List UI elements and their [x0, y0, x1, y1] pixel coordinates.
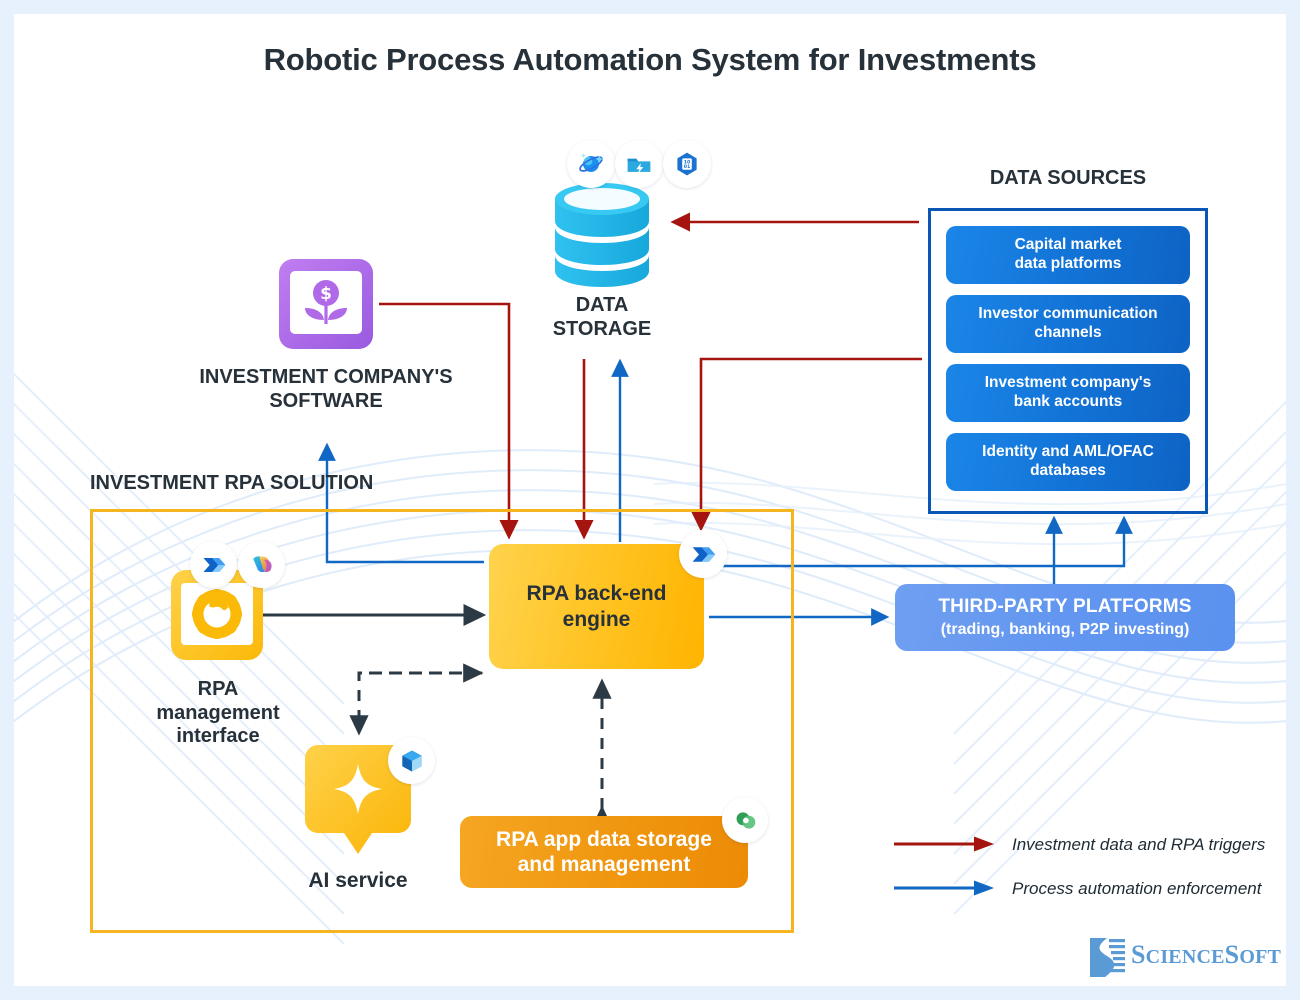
rpa-engine-label-line2: engine [562, 607, 631, 631]
svg-text:10: 10 [684, 160, 691, 166]
data-storage-label-line1: DATA [575, 294, 629, 316]
rpa-solution-title: INVESTMENT RPA SOLUTION [90, 472, 374, 494]
svg-text:$: $ [320, 284, 332, 304]
ds-item-line1: Investment company's [984, 374, 1152, 392]
sciencesoft-logo-icon [1090, 938, 1125, 977]
data-source-item-identity-aml[interactable]: Identity and AML/OFAC databases [946, 433, 1190, 491]
legend: Investment data and RPA triggers Process… [892, 829, 1265, 917]
azure-synapse-globe-icon [567, 140, 615, 188]
azure-data-factory-icon [615, 140, 663, 188]
data-storage-label-line2: STORAGE [552, 317, 652, 340]
rpa-app-data-storage-box[interactable]: RPA app data storage and management [460, 816, 748, 888]
money-plant-growth-icon: $ [278, 258, 374, 350]
ds-item-line2: channels [1034, 324, 1102, 341]
rpa-appdata-label-line1: RPA app data storage [496, 827, 712, 851]
data-sources-title: DATA SOURCES [989, 167, 1147, 189]
connector-layer [243, 212, 1133, 826]
sparkle-chat-bubble-icon [304, 744, 412, 856]
diagram-canvas: Robotic Process Automation System for In… [14, 14, 1286, 986]
database-cylinder-icon [551, 179, 653, 289]
rpa-backend-engine-box[interactable]: RPA back-end engine [489, 544, 704, 669]
gear-window-icon [170, 569, 264, 661]
microsoft-dataverse-icon [722, 797, 768, 843]
rpa-management-label-line2: management [156, 701, 280, 724]
flow-engine-to-software [318, 442, 484, 564]
microsoft-copilot-icon [238, 541, 285, 588]
investment-software-label-line1: INVESTMENT COMPANY'S [199, 366, 453, 388]
power-automate-icon [190, 541, 237, 588]
ds-item-line2: databases [1030, 462, 1106, 479]
ds-item-line2: data platforms [1014, 255, 1122, 272]
data-source-item-bank-accounts[interactable]: Investment company's bank accounts [946, 364, 1190, 422]
rpa-appdata-label-line2: and management [517, 853, 691, 876]
ds-item-line2: bank accounts [1013, 393, 1123, 410]
investment-software-label: INVESTMENT COMPANY'S SOFTWARE [166, 366, 486, 413]
flow-software-to-engine [379, 302, 519, 540]
svg-text:01: 01 [684, 164, 691, 170]
brand-s2: S [1224, 940, 1240, 969]
third-party-label-line1: THIRD-PARTY PLATFORMS [938, 596, 1192, 617]
blue-arrow-icon [894, 880, 994, 896]
data-source-item-investor-communication[interactable]: Investor communication channels [946, 295, 1190, 353]
data-sources-panel [928, 208, 1208, 514]
data-storage-label: DATA STORAGE [492, 294, 712, 341]
page-title: Robotic Process Automation System for In… [263, 42, 1037, 77]
red-arrow-icon [894, 836, 994, 852]
ai-service-label: AI service [308, 869, 408, 892]
brand-cience: CIENCE [1145, 946, 1225, 968]
rpa-management-label: RPA management interface [127, 678, 309, 749]
ds-item-line1: Investor communication [978, 305, 1158, 323]
azure-data-lake-icon: 10 01 [663, 140, 711, 188]
rpa-management-label-line3: interface [176, 725, 260, 748]
flow-datasources-to-engine [691, 357, 922, 532]
power-automate-icon [679, 530, 727, 578]
azure-ai-foundry-icon [388, 737, 435, 784]
flow-engine-to-datasources [714, 515, 1133, 568]
ds-item-line1: Capital market [1014, 236, 1122, 254]
third-party-label-line2: (trading, banking, P2P investing) [940, 620, 1190, 638]
sciencesoft-wordmark: SCIENCESOFT [1131, 940, 1281, 970]
brand-oft: OFT [1239, 946, 1282, 968]
ds-item-line1: Identity and AML/OFAC [982, 443, 1154, 461]
sciencesoft-logo: SCIENCESOFT [1087, 934, 1281, 980]
third-party-platforms-box[interactable]: THIRD-PARTY PLATFORMS (trading, banking,… [895, 584, 1235, 651]
flow-engine-to-aiservice [349, 671, 482, 736]
brand-s1: S [1131, 940, 1146, 969]
rpa-solution-frame [90, 509, 794, 933]
legend-label-investment-data: Investment data and RPA triggers [1012, 835, 1266, 854]
legend-row-investment-data: Investment data and RPA triggers [892, 829, 1265, 873]
data-source-item-capital-market[interactable]: Capital market data platforms [946, 226, 1190, 284]
rpa-management-label-line1: RPA [197, 678, 239, 700]
rpa-engine-label-line1: RPA back-end [526, 582, 667, 606]
investment-software-label-line2: SOFTWARE [269, 389, 383, 412]
legend-label-process-automation: Process automation enforcement [1012, 879, 1262, 898]
legend-row-process-automation: Process automation enforcement [892, 873, 1261, 917]
